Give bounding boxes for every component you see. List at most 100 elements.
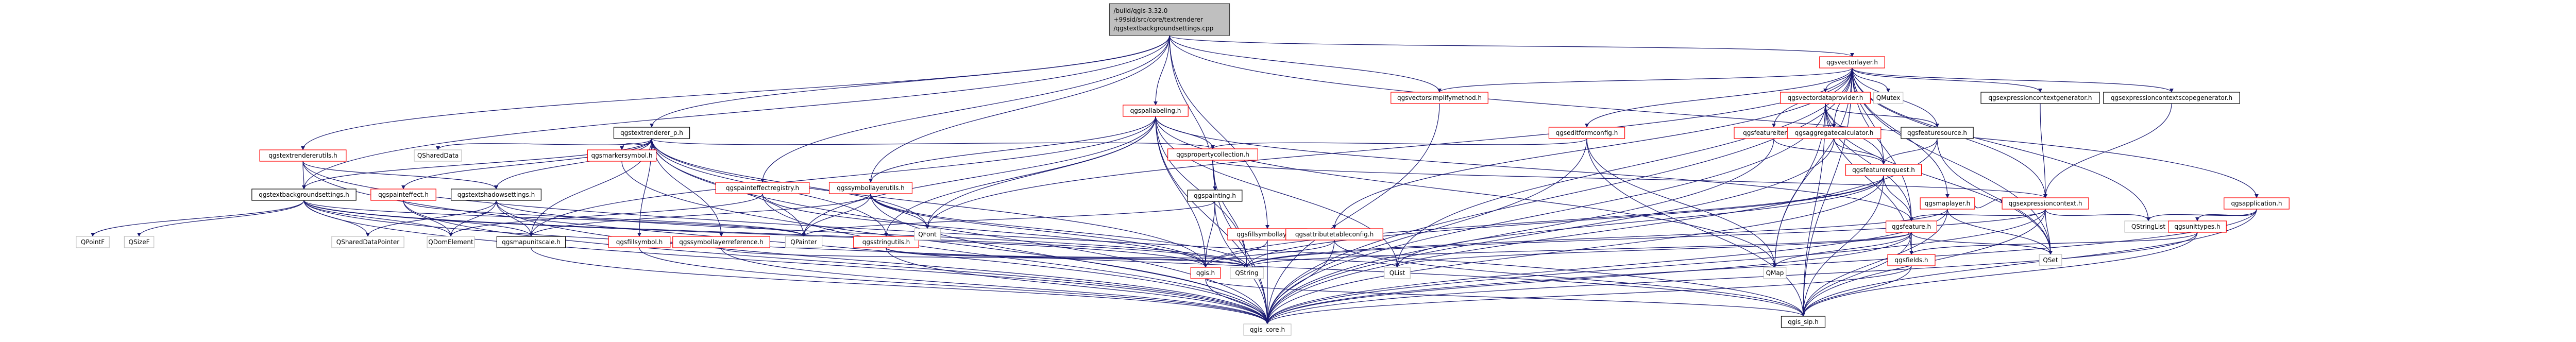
edge-qgsfeature-to-qgis_sip (1801, 232, 1912, 317)
edge-qgstextrenderer_p-to-qgspainteffect (401, 138, 652, 190)
node-qgis[interactable]: qgis.h (1190, 267, 1221, 279)
node-qgspainteffect[interactable]: qgspainteffect.h (370, 189, 436, 201)
node-qgsfeaturerequest[interactable]: qgsfeaturerequest.h (1845, 164, 1922, 176)
node-qpointf[interactable]: QPointF (76, 236, 110, 248)
root-file-node[interactable]: /build/qgis-3.32.0+99sid/src/core/textre… (1109, 3, 1230, 36)
edge-line (1265, 67, 1853, 324)
nodes-layer: /build/qgis-3.32.0+99sid/src/core/textre… (76, 3, 2290, 336)
edge-line (925, 67, 1853, 229)
node-qgsapplication[interactable]: qgsapplication.h (2224, 197, 2290, 210)
edge-qgsunittypes-to-qgsfields (1909, 232, 2198, 255)
node-qset[interactable]: QSet (2039, 254, 2062, 266)
node-box (672, 236, 770, 248)
node-qgsmaplayer[interactable]: qgsmaplayer.h (1920, 197, 1975, 210)
node-qgspallabeling[interactable]: qgspallabeling.h (1123, 105, 1189, 117)
edge-line (1852, 67, 2042, 93)
node-label: QSharedData (417, 152, 459, 159)
node-qgsfeaturesource[interactable]: qgsfeaturesource.h (1901, 127, 1974, 139)
edge-qgsfeature-to-qset (1911, 232, 2053, 255)
node-qgis-sip[interactable]: qgis_sip.h (1781, 316, 1826, 328)
edge-qgspainteffect-to-qdomelement (403, 200, 453, 237)
node-qstringlist[interactable]: QStringList (2124, 220, 2173, 233)
node-box (1845, 164, 1922, 176)
node-qgsmapunitscale[interactable]: qgsmapunitscale.h (496, 236, 566, 248)
edge-line (2043, 103, 2172, 198)
node-qgis-core[interactable]: qgis_core.h (1243, 323, 1292, 336)
node-qgspropertycollection[interactable]: qgspropertycollection.h (1167, 148, 1258, 161)
node-qgstextbackgroundsettings[interactable]: qgstextbackgroundsettings.h (251, 189, 357, 201)
edge-line (1245, 209, 2046, 268)
node-qlist[interactable]: QList (1384, 267, 1411, 279)
edge-qgspainteffectregistry-to-qgis_core (762, 193, 1269, 324)
node-qgspainting[interactable]: qgspainting.h (1187, 190, 1243, 202)
node-qfont[interactable]: QFont (914, 228, 941, 241)
node-qshareddatapointer[interactable]: QSharedDataPointer (331, 236, 404, 248)
node-qmap[interactable]: QMap (1763, 267, 1787, 279)
edges-layer (91, 35, 2259, 324)
edge-line (870, 193, 1249, 268)
edge-qgis-to-qgis_sip (1205, 278, 1805, 317)
node-qgsaggregatecalculator[interactable]: qgsaggregatecalculator.h (1787, 127, 1882, 139)
edge-line (1155, 116, 1913, 221)
edge-line (1214, 201, 1269, 324)
edge-line (1169, 35, 1269, 229)
edge-line (1801, 67, 1853, 317)
edge-line (870, 193, 1208, 268)
node-qsizef[interactable]: QSizeF (124, 236, 155, 248)
node-box (427, 236, 475, 248)
node-qgsfillsymbol[interactable]: qgsfillsymbol.h (608, 236, 671, 248)
node-qgsunittypes[interactable]: qgsunittypes.h (2168, 220, 2227, 233)
edge-line (1265, 209, 2257, 324)
edge-line (1265, 138, 1587, 324)
node-qpainter[interactable]: QPainter (785, 236, 823, 248)
node-qgsexpressioncontextgenerator[interactable]: qgsexpressioncontextgenerator.h (1980, 92, 2100, 104)
node-qgstextshadowsettings[interactable]: qgstextshadowsettings.h (451, 189, 541, 201)
node-qgsvectorlayer[interactable]: qgsvectorlayer.h (1819, 56, 1885, 69)
node-qgstextrenderer-p[interactable]: qgstextrenderer_p.h (613, 127, 690, 139)
node-label: qgspainting.h (1194, 192, 1236, 199)
edge-line (1245, 209, 1948, 268)
node-label: QFont (918, 231, 937, 238)
node-qgseditformconfig[interactable]: qgseditformconfig.h (1548, 127, 1625, 139)
node-box (1873, 92, 1904, 104)
node-label: QSizeF (129, 238, 150, 246)
edge-line (302, 35, 1170, 190)
edge-line (802, 193, 871, 237)
node-qmutex[interactable]: QMutex (1873, 92, 1904, 104)
edge-qgsstringutils-to-qstring (886, 247, 1249, 268)
node-box (1763, 267, 1787, 279)
node-qgsstringutils[interactable]: qgsstringutils.h (853, 236, 919, 248)
node-box (613, 127, 690, 139)
node-qgsexpressioncontext[interactable]: qgsexpressioncontext.h (2002, 197, 2089, 210)
edge-qgsfeaturerequest-to-qlist (1395, 175, 1884, 268)
edge-line (1852, 67, 2174, 93)
node-qgssymbollayerreference[interactable]: qgssymbollayerreference.h (672, 236, 770, 248)
edge-line (1212, 160, 1249, 268)
node-box (1384, 267, 1411, 279)
node-qdomelement[interactable]: QDomElement (427, 236, 475, 248)
node-qgsattributetableconfig[interactable]: qgsattributetableconfig.h (1285, 228, 1383, 241)
node-qgsvectordataprovider[interactable]: qgsvectordataprovider.h (1780, 92, 1871, 104)
node-qshareddata[interactable]: QSharedData (414, 149, 462, 162)
node-qgsmarkersymbol[interactable]: qgsmarkersymbol.h (587, 149, 657, 162)
edge-qgstextshadowsettings-to-qgis_core (496, 200, 1269, 324)
node-qgspainteffectregistry[interactable]: qgspainteffectregistry.h (715, 182, 810, 194)
edge-qgstextshadowsettings-to-qstring (496, 200, 1249, 268)
node-qgsvectorsimplifymethod[interactable]: qgsvectorsimplifymethod.h (1391, 92, 1488, 104)
node-label: qgstextrenderer_p.h (620, 129, 683, 136)
edge-qgsexpressioncontext-to-qstringlist (2045, 209, 2150, 221)
edge-qgsmaplayer-to-qstring (1245, 209, 1948, 268)
node-qgsfeature[interactable]: qgsfeature.h (1886, 220, 1938, 233)
node-qgsexpressioncontextscopegenerator[interactable]: qgsexpressioncontextscopegenerator.h (2103, 92, 2240, 104)
edge-qgssymbollayerreference-to-qstring (721, 247, 1249, 268)
node-label: qgstextshadowsettings.h (457, 191, 535, 198)
edge-qgsexpressioncontext-to-qstring (1245, 209, 2046, 268)
edge-root-to-qgssymbollayerutils (869, 35, 1170, 183)
node-qgstextrendererutils[interactable]: qgstextrendererutils.h (259, 149, 347, 162)
edge-line (1245, 232, 1912, 268)
node-qstring[interactable]: QString (1230, 267, 1264, 279)
node-qgssymbollayerutils[interactable]: qgssymbollayerutils.h (828, 182, 913, 194)
node-qgsfields[interactable]: qgsfields.h (1887, 254, 1936, 266)
edge-qgspallabeling-to-qpainter (802, 116, 1156, 237)
